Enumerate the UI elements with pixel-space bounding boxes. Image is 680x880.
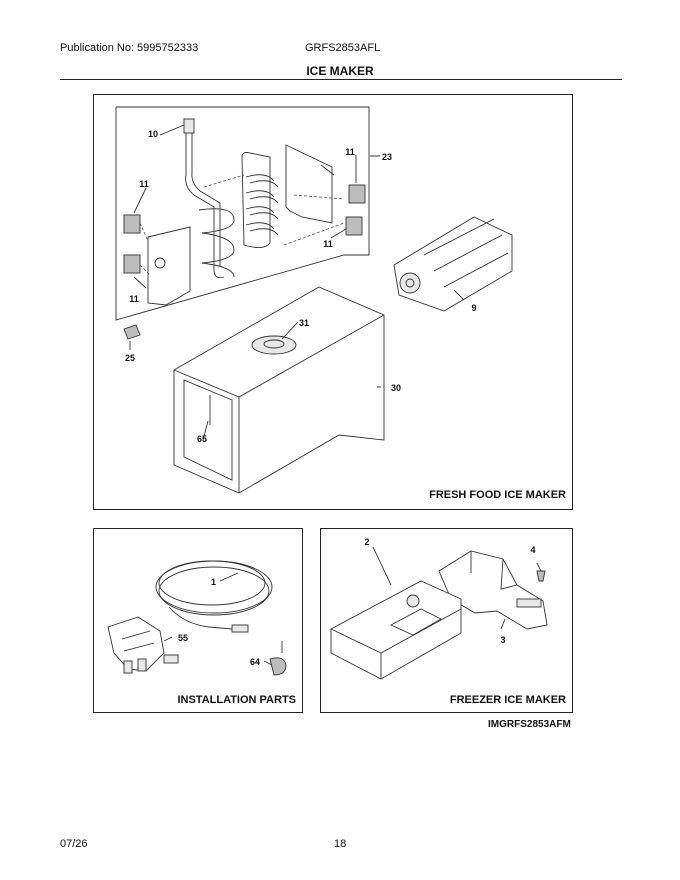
fresh-food-ice-maker-panel: 10 11 11 11 11 23 9 31 25 30 65 FRESH FO… bbox=[93, 94, 573, 510]
clamp-part-64 bbox=[269, 641, 287, 676]
heater-part bbox=[241, 152, 279, 248]
publication-number: Publication No: 5995752333 bbox=[60, 42, 199, 54]
callout-10: 10 bbox=[148, 129, 158, 139]
fresh-food-ice-maker-label: FRESH FOOD ICE MAKER bbox=[429, 489, 566, 501]
callout-3: 3 bbox=[500, 635, 505, 645]
image-reference: IMGRFS2853AFM bbox=[488, 719, 571, 730]
freezer-ice-maker-panel: 2 4 3 FREEZER ICE MAKER bbox=[320, 528, 573, 713]
callout-65: 65 bbox=[197, 434, 207, 444]
page-number: 18 bbox=[334, 838, 347, 850]
freezer-ice-maker-diagram: 2 4 3 bbox=[330, 537, 548, 680]
cover-plate bbox=[285, 144, 333, 224]
leader-lines bbox=[372, 546, 542, 630]
insulation-pad-11-c bbox=[123, 214, 141, 234]
installation-parts-panel: 1 55 64 INSTALLATION PARTS bbox=[93, 528, 303, 713]
callout-4: 4 bbox=[530, 545, 535, 555]
insulation-pad-11-a bbox=[348, 184, 366, 204]
callout-64: 64 bbox=[250, 657, 260, 667]
kit-bracket-outline bbox=[115, 106, 370, 321]
bracket-part-3 bbox=[438, 550, 548, 630]
callout-11-left-top: 11 bbox=[139, 179, 149, 189]
leader-lines bbox=[163, 572, 273, 666]
evaporator-part-10 bbox=[183, 118, 235, 279]
callout-31: 31 bbox=[299, 318, 309, 328]
screw-part-4 bbox=[536, 570, 546, 582]
back-panel bbox=[147, 226, 191, 306]
leader-lines bbox=[129, 124, 465, 441]
freezer-ice-maker-label: FREEZER ICE MAKER bbox=[449, 694, 566, 706]
insulation-pad-11-d bbox=[123, 254, 141, 274]
back-panel-port bbox=[154, 257, 166, 269]
insulation-pad-11-b bbox=[345, 216, 363, 236]
callout-25: 25 bbox=[125, 353, 135, 363]
ice-bucket-part-30 bbox=[173, 286, 385, 494]
model-number: GRFS2853AFL bbox=[305, 42, 381, 54]
assembly-line bbox=[139, 174, 345, 276]
callout-11-right-bottom: 11 bbox=[323, 239, 333, 249]
fresh-food-ice-maker-diagram: 10 11 11 11 11 23 9 31 25 30 65 bbox=[115, 106, 513, 494]
callout-1: 1 bbox=[211, 577, 216, 587]
ice-maker-unit-part-9 bbox=[393, 216, 513, 312]
clip-part-25 bbox=[123, 324, 141, 340]
callout-11-right-top: 11 bbox=[345, 147, 355, 157]
callout-9: 9 bbox=[471, 303, 476, 313]
footer-date: 07/26 bbox=[60, 838, 88, 850]
callout-11-left-bottom: 11 bbox=[129, 294, 139, 304]
water-valve-part-55 bbox=[107, 616, 179, 674]
callout-30: 30 bbox=[391, 383, 401, 393]
water-line-part-1 bbox=[155, 560, 273, 633]
callout-2: 2 bbox=[364, 537, 369, 547]
title-rule bbox=[60, 79, 622, 80]
installation-parts-diagram: 1 55 64 bbox=[107, 560, 287, 676]
callout-23: 23 bbox=[382, 152, 392, 162]
installation-parts-label: INSTALLATION PARTS bbox=[177, 694, 296, 706]
callout-55: 55 bbox=[178, 633, 188, 643]
section-title: ICE MAKER bbox=[306, 64, 374, 78]
ice-maker-body-part-2 bbox=[330, 580, 462, 680]
auger-disc-part-31 bbox=[251, 335, 297, 355]
